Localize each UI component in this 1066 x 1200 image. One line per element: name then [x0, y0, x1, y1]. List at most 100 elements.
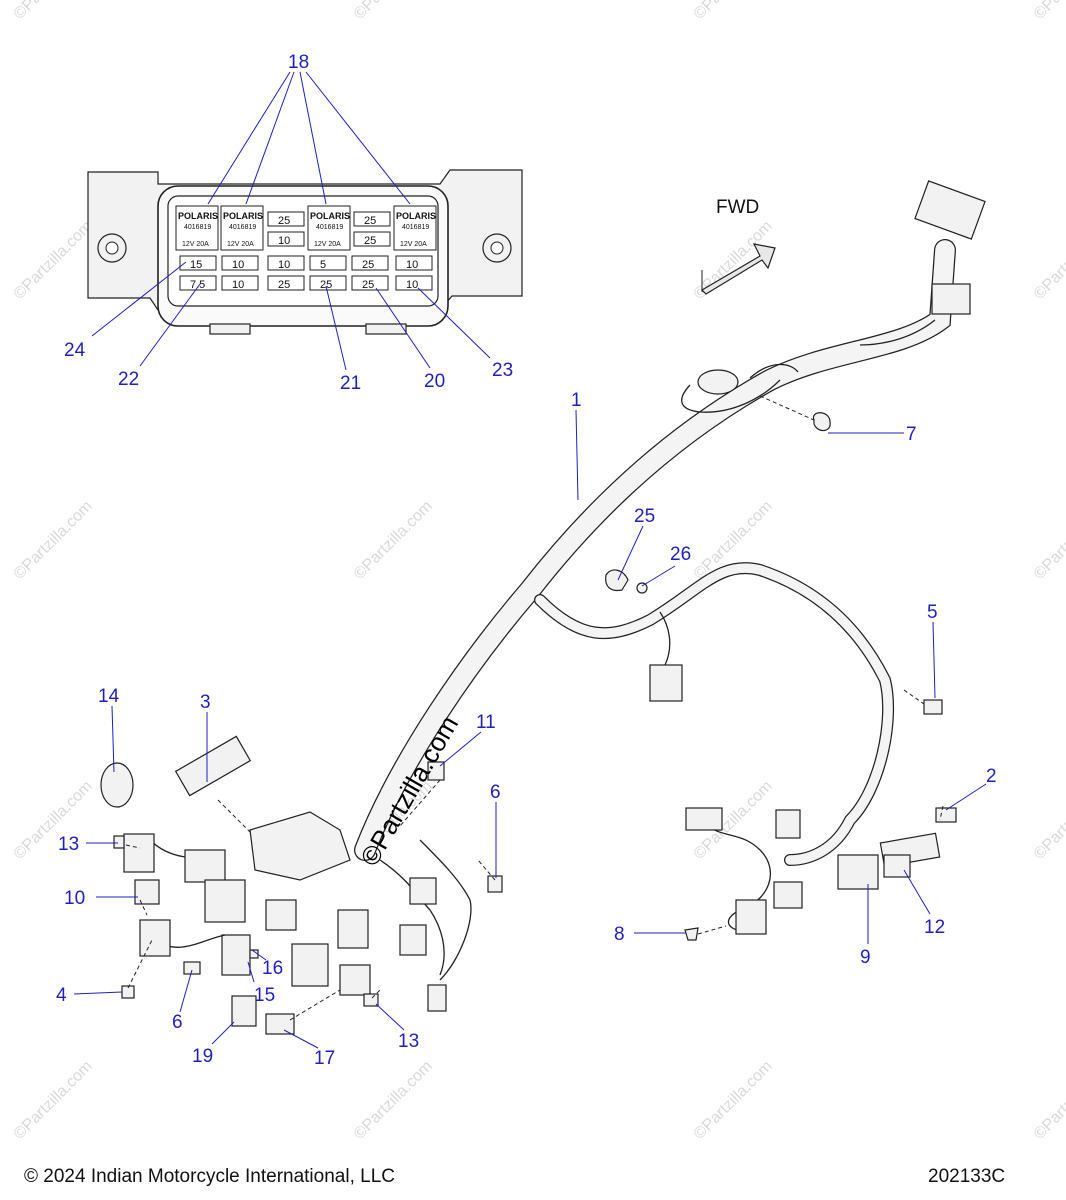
callout-25: 25 [634, 506, 655, 527]
wire-harness [100, 180, 986, 1035]
callout-6b: 6 [172, 1012, 183, 1033]
svg-text:12V 20A: 12V 20A [227, 241, 254, 248]
callout-19: 19 [192, 1046, 213, 1067]
fuse: 25 [309, 275, 347, 291]
guide-lines [125, 395, 944, 1021]
callout-15: 15 [254, 985, 275, 1006]
fuse: 25 [351, 255, 389, 271]
callout-23: 23 [492, 360, 513, 381]
relay: POLARIS 4016819 12V 20A [220, 205, 264, 251]
svg-text:4016819: 4016819 [402, 224, 429, 231]
watermark-text: ©Partzilla.com [11, 0, 96, 23]
fuse-box: POLARIS 4016819 12V 20A POLARIS 4016819 … [87, 169, 523, 335]
watermark-text: ©Partzilla.com [11, 498, 96, 583]
fuse: 5 [309, 255, 347, 271]
fuse: 15 [179, 255, 217, 271]
watermark-text: ©Partzilla.com [1031, 1058, 1066, 1143]
svg-text:15: 15 [190, 259, 202, 271]
fuse: 10 [395, 255, 433, 271]
svg-text:7.5: 7.5 [190, 279, 205, 291]
callout-13b: 13 [398, 1031, 419, 1052]
fuse: 25 [353, 211, 391, 227]
watermark-text: ©Partzilla.com [1031, 0, 1066, 23]
svg-text:12V 20A: 12V 20A [182, 241, 209, 248]
callout-17: 17 [314, 1048, 335, 1069]
fuse: 10 [395, 275, 433, 291]
svg-text:25: 25 [362, 259, 374, 271]
watermark-text: ©Partzilla.com [691, 0, 776, 23]
relay: POLARIS 4016819 12V 20A [307, 205, 351, 251]
callout-6: 6 [490, 782, 501, 803]
svg-text:4016819: 4016819 [316, 224, 343, 231]
fuse: 25 [267, 211, 305, 227]
svg-text:10: 10 [232, 259, 244, 271]
svg-text:10: 10 [278, 235, 290, 247]
svg-text:4016819: 4016819 [184, 224, 211, 231]
callout-2: 2 [986, 766, 997, 787]
fuse: 25 [267, 275, 305, 291]
watermark-text: ©Partzilla.com [351, 1058, 436, 1143]
watermark-text: ©Partzilla.com [1031, 498, 1066, 583]
callout-21: 21 [340, 373, 361, 394]
leader-lines [73, 71, 987, 1049]
watermark-text: ©Partzilla.com [1031, 218, 1066, 303]
watermark-text: ©Partzilla.com [351, 498, 436, 583]
callout-3: 3 [200, 692, 211, 713]
fuse: 10 [267, 231, 305, 247]
svg-text:4016819: 4016819 [229, 224, 256, 231]
callout-8: 8 [614, 924, 625, 945]
svg-text:POLARIS: POLARIS [178, 211, 218, 221]
relay: POLARIS 4016819 12V 20A [175, 205, 219, 251]
svg-text:POLARIS: POLARIS [223, 211, 263, 221]
callout-labels: 18 24 22 21 20 23 1 7 25 26 5 14 3 11 6 … [56, 52, 997, 1069]
callout-18: 18 [288, 52, 309, 73]
forward-arrow: FWD [701, 197, 776, 295]
copyright-text: © 2024 Indian Motorcycle International, … [24, 1166, 395, 1187]
center-watermark: ©Partzilla.com [354, 711, 464, 871]
svg-text:10: 10 [406, 279, 418, 291]
callout-16: 16 [262, 958, 283, 979]
diagram-code: 202133C [928, 1166, 1006, 1187]
callout-9: 9 [860, 947, 871, 968]
svg-text:POLARIS: POLARIS [310, 211, 350, 221]
callout-26: 26 [670, 544, 691, 565]
callout-12: 12 [924, 917, 945, 938]
svg-text:25: 25 [364, 235, 376, 247]
watermark-text: ©Partzilla.com [11, 778, 96, 863]
fuse: 10 [267, 255, 305, 271]
svg-text:10: 10 [406, 259, 418, 271]
fuse: 10 [221, 275, 259, 291]
callout-20: 20 [424, 371, 445, 392]
svg-text:12V 20A: 12V 20A [314, 241, 341, 248]
svg-text:25: 25 [320, 279, 332, 291]
fuse: 10 [221, 255, 259, 271]
callout-11: 11 [476, 712, 496, 733]
callout-13: 13 [58, 834, 79, 855]
watermark-text: ©Partzilla.com [11, 218, 96, 303]
callout-7: 7 [906, 424, 917, 445]
svg-text:FWD: FWD [716, 197, 759, 218]
callout-10: 10 [64, 888, 85, 909]
svg-text:10: 10 [278, 259, 290, 271]
fuse: 7.5 [179, 275, 217, 291]
fuse: 25 [351, 275, 389, 291]
svg-text:POLARIS: POLARIS [396, 211, 436, 221]
watermark-text: ©Partzilla.com [351, 0, 436, 23]
callout-24: 24 [64, 340, 86, 361]
relay: POLARIS 4016819 12V 20A [393, 205, 437, 251]
svg-text:25: 25 [278, 215, 290, 227]
svg-text:25: 25 [278, 279, 290, 291]
watermark-text: ©Partzilla.com [1031, 778, 1066, 863]
callout-4: 4 [56, 985, 67, 1006]
fuse: 25 [353, 231, 391, 247]
svg-text:12V 20A: 12V 20A [400, 241, 427, 248]
svg-text:10: 10 [232, 279, 244, 291]
callout-22: 22 [118, 369, 139, 390]
callout-5: 5 [927, 602, 938, 623]
svg-text:25: 25 [364, 215, 376, 227]
watermark-text: ©Partzilla.com [11, 1058, 96, 1143]
svg-text:25: 25 [362, 279, 374, 291]
svg-text:5: 5 [320, 259, 326, 271]
callout-1: 1 [571, 390, 582, 411]
